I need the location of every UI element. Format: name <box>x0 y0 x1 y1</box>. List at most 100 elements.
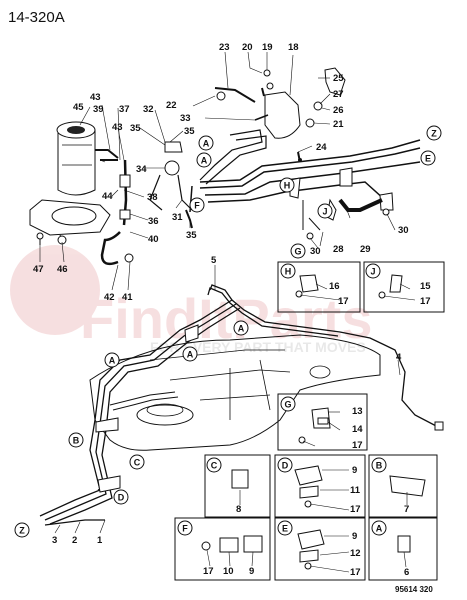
callout-38: 38 <box>147 192 158 203</box>
callout-24: 24 <box>316 142 327 153</box>
marker-b-left: B <box>68 432 84 448</box>
callout-22: 22 <box>166 100 177 111</box>
callout-11: 11 <box>350 485 361 496</box>
callout-37: 37 <box>119 104 130 115</box>
watermark-slogan: FOR EVERY PART THAT MOVES <box>150 339 366 355</box>
callout-30-left: 30 <box>310 246 321 257</box>
callout-8: 8 <box>236 504 241 515</box>
callout-9-d: 9 <box>352 465 357 476</box>
callout-44: 44 <box>102 191 113 202</box>
callout-42: 42 <box>104 292 115 303</box>
callout-13: 13 <box>352 406 363 417</box>
svg-text:H: H <box>284 181 291 191</box>
svg-text:G: G <box>284 400 291 410</box>
marker-a-mid2: A <box>182 346 198 362</box>
svg-text:E: E <box>282 524 288 534</box>
callout-1: 1 <box>97 535 103 546</box>
svg-text:Z: Z <box>431 129 437 139</box>
callout-17-h: 17 <box>338 296 349 307</box>
box-marker-e: E <box>277 520 293 536</box>
callout-45: 45 <box>73 102 84 113</box>
box-marker-d: D <box>277 457 293 473</box>
callout-4: 4 <box>396 352 402 363</box>
box-marker-f: F <box>177 520 193 536</box>
callout-21: 21 <box>333 119 344 130</box>
callout-12: 12 <box>350 548 361 559</box>
callout-17-f: 17 <box>203 566 214 577</box>
svg-text:A: A <box>238 324 245 334</box>
marker-j-top: J <box>317 203 333 219</box>
marker-f-top: F <box>189 197 205 213</box>
svg-text:B: B <box>376 461 383 471</box>
callout-17-g: 17 <box>352 440 363 451</box>
callout-17-d: 17 <box>350 504 361 515</box>
svg-text:C: C <box>134 458 141 468</box>
marker-c-left: C <box>129 454 145 470</box>
svg-text:A: A <box>201 156 208 166</box>
fuel-tank-outline <box>89 334 381 451</box>
callout-26: 26 <box>333 105 344 116</box>
svg-text:F: F <box>194 201 200 211</box>
callout-35-bottom: 35 <box>186 230 197 241</box>
svg-text:J: J <box>322 207 327 217</box>
callout-27: 27 <box>333 89 344 100</box>
marker-a-mid1: A <box>233 320 249 336</box>
marker-a-top1: A <box>198 135 214 151</box>
callout-32: 32 <box>143 104 154 115</box>
callout-6: 6 <box>404 567 409 578</box>
callout-28: 28 <box>333 244 344 255</box>
callout-17-j: 17 <box>420 296 431 307</box>
svg-text:B: B <box>73 436 80 446</box>
svg-text:Z: Z <box>19 526 25 536</box>
marker-h-top: H <box>279 177 295 193</box>
svg-text:A: A <box>187 350 194 360</box>
marker-g-top: G <box>290 243 306 259</box>
figure-reference: 95614 320 <box>395 585 433 594</box>
upper-fuel-pipes <box>189 129 421 240</box>
callout-43-mid: 43 <box>112 122 123 133</box>
callout-29: 29 <box>360 244 371 255</box>
marker-d-left: D <box>113 489 129 505</box>
part-callouts: 23 20 19 18 25 27 26 21 22 33 24 43 45 3… <box>33 42 431 578</box>
svg-text:D: D <box>282 461 289 471</box>
callout-3: 3 <box>52 535 57 546</box>
svg-text:A: A <box>203 139 210 149</box>
svg-text:E: E <box>425 154 431 164</box>
callout-18: 18 <box>288 42 299 53</box>
canister-assembly <box>29 121 193 266</box>
marker-z-top: Z <box>426 125 442 141</box>
callout-43-top: 43 <box>90 92 101 103</box>
box-marker-j: J <box>365 263 381 279</box>
callout-19: 19 <box>262 42 273 53</box>
callout-30-right: 30 <box>398 225 409 236</box>
callout-7: 7 <box>404 504 409 515</box>
callout-16: 16 <box>329 281 340 292</box>
callout-23: 23 <box>219 42 230 53</box>
callout-36: 36 <box>148 216 159 227</box>
marker-e-top: E <box>420 150 436 166</box>
callout-15: 15 <box>420 281 431 292</box>
callout-25: 25 <box>333 73 344 84</box>
callout-31: 31 <box>172 212 183 223</box>
callout-39: 39 <box>93 104 104 115</box>
callout-9-e: 9 <box>352 531 357 542</box>
box-marker-g: G <box>280 396 296 412</box>
box-marker-h: H <box>280 263 296 279</box>
fuel-filter-assembly <box>214 67 346 163</box>
callout-2: 2 <box>72 535 77 546</box>
marker-z-bottom: Z <box>14 522 30 538</box>
marker-a-left: A <box>104 352 120 368</box>
callout-35-top: 35 <box>130 123 141 134</box>
callout-34: 34 <box>136 164 147 175</box>
box-marker-b: B <box>371 457 387 473</box>
callout-46: 46 <box>57 264 68 275</box>
callout-41: 41 <box>122 292 133 303</box>
reference-markers: Z E A A F H J G A A A B C D Z H J G C D … <box>14 125 442 538</box>
callout-14: 14 <box>352 424 363 435</box>
callout-47: 47 <box>33 264 44 275</box>
svg-text:F: F <box>182 524 188 534</box>
svg-text:G: G <box>294 247 301 257</box>
box-marker-c: C <box>206 457 222 473</box>
main-fuel-lines <box>39 284 444 526</box>
